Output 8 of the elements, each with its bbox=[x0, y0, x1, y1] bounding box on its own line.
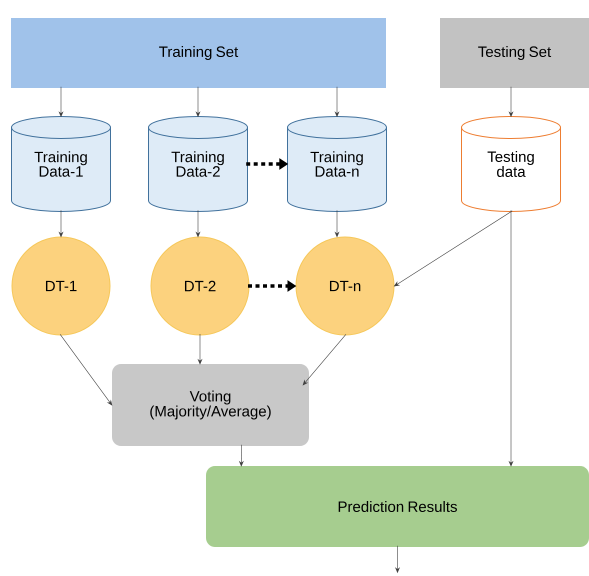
process-box: Voting (Majority/Average) bbox=[112, 364, 309, 446]
process-box: Testing Set bbox=[440, 18, 589, 88]
process-box: Training Set bbox=[11, 18, 386, 88]
database-cylinder: Training Data-2 bbox=[148, 116, 248, 212]
process-box: Prediction Results bbox=[206, 466, 589, 547]
database-cylinder: Training Data-n bbox=[287, 116, 387, 212]
database-cylinder: Training Data-1 bbox=[11, 116, 111, 212]
database-cylinder: Testing data bbox=[461, 116, 561, 212]
